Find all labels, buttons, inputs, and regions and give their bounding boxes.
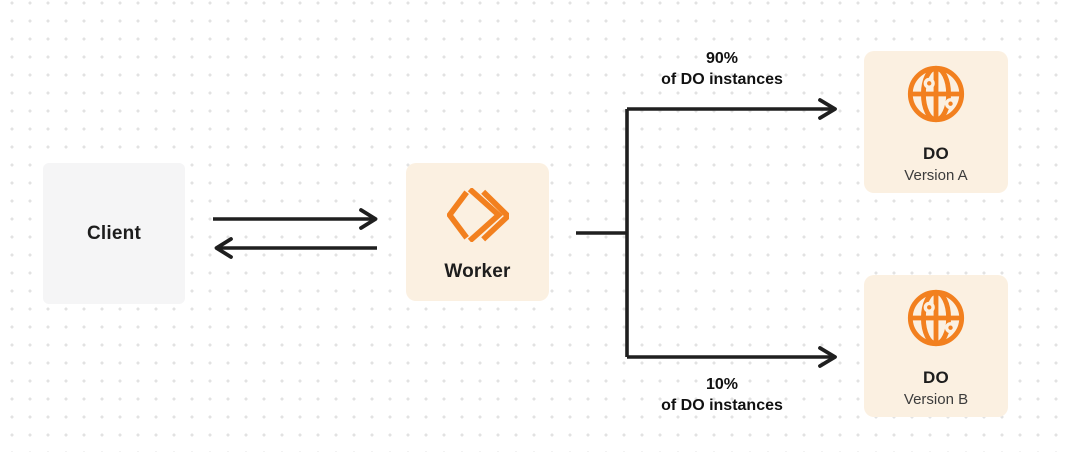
arrowhead-right-icon: [359, 208, 378, 230]
traffic-split-label-90: 90% of DO instances: [612, 48, 832, 90]
do-version-b-node: DO Version B: [864, 275, 1008, 417]
worker-node: Worker: [406, 163, 549, 301]
percent-90-caption: of DO instances: [661, 71, 783, 88]
do-version-a-node: DO Version A: [864, 51, 1008, 193]
branch-trunk-line: [576, 109, 629, 357]
durable-object-globe-icon: [907, 65, 965, 123]
do-b-version-label: Version B: [903, 391, 969, 408]
traffic-split-label-10: 10% of DO instances: [612, 374, 832, 416]
do-a-version-label: Version A: [904, 167, 968, 184]
percent-10-caption: of DO instances: [661, 397, 783, 414]
arrowhead-do-a-icon: [818, 98, 837, 120]
do-b-title: DO: [923, 368, 949, 387]
client-node: Client: [43, 163, 185, 304]
arrowhead-left-icon: [214, 237, 233, 259]
worker-label: Worker: [444, 261, 511, 282]
do-a-title: DO: [923, 144, 949, 163]
arrowhead-do-b-icon: [818, 346, 837, 368]
percent-90: 90%: [705, 50, 739, 67]
cloudflare-workers-icon: [446, 188, 509, 242]
durable-object-globe-icon: [907, 289, 965, 347]
percent-10: 10%: [705, 376, 739, 393]
client-label: Client: [87, 222, 141, 244]
